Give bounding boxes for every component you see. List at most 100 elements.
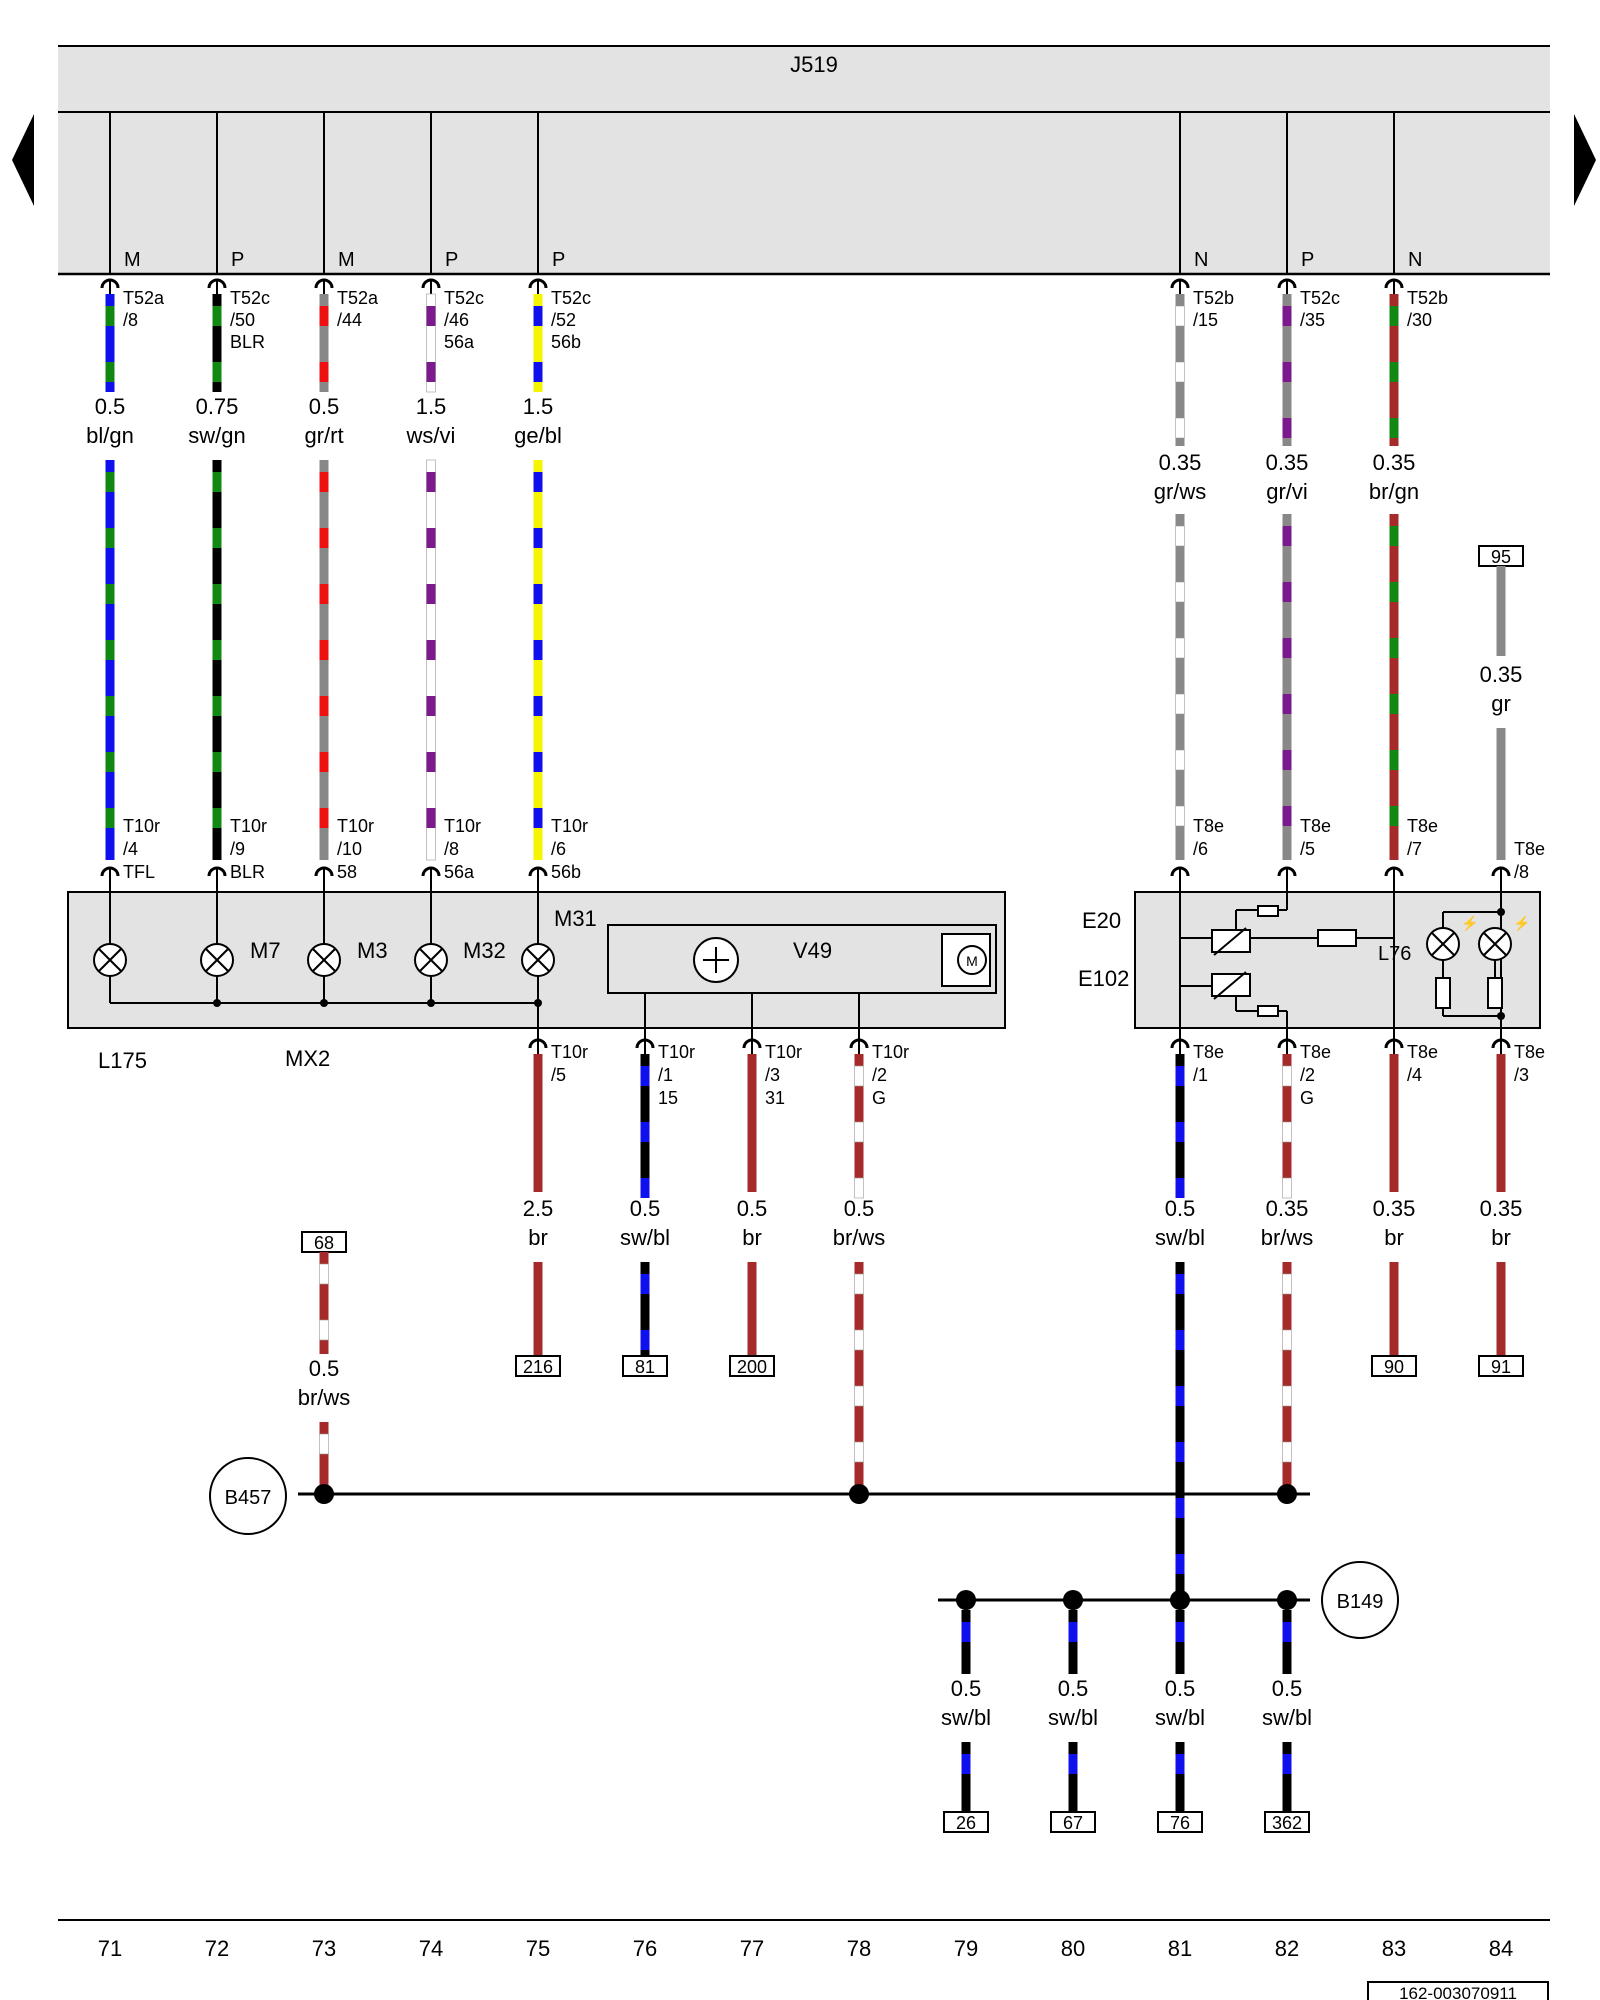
- wire-84-label-size: 0.35: [1480, 662, 1523, 687]
- bwire-82-sig: G: [1300, 1088, 1314, 1108]
- wire-83-lower-stripe: [1389, 694, 1399, 714]
- bwire-75-label-color: br: [528, 1225, 548, 1250]
- wire-75-lower-stripe: [533, 752, 543, 772]
- wire-73-low-upper-stripe: [319, 1263, 329, 1285]
- wire-81-lower-stripe: [1175, 581, 1185, 603]
- wire-75-bconn: T10r: [551, 816, 588, 836]
- wire-71-pin-type: M: [124, 249, 141, 271]
- wire-75-lower-stripe: [533, 528, 543, 548]
- e102-resistor-icon: [1257, 1005, 1279, 1017]
- bwire-75-upper: [533, 1054, 543, 1192]
- wire-73-lower-stripe: [319, 528, 329, 548]
- wire-75-upper: [533, 294, 543, 392]
- motor-icon: [957, 945, 987, 975]
- lamp-icon-73: [307, 943, 341, 977]
- wire-75-label-color: ge/bl: [514, 423, 562, 448]
- wire-81-lower-stripe: [1175, 525, 1185, 547]
- wire-72-sig: BLR: [230, 332, 265, 352]
- bwire-76-sig: 15: [658, 1088, 678, 1108]
- b149-branch-81-lower-stripes: [1175, 1754, 1185, 1774]
- column-number-80: 80: [1061, 1936, 1085, 1961]
- wire-73-low-lower-stripe: [319, 1433, 329, 1455]
- wire-83-upper-stripe: [1389, 362, 1399, 382]
- bwire-81-lower-stripe: [1175, 1386, 1185, 1406]
- b149-branch-81-ref: 76: [1157, 1811, 1203, 1833]
- b149-branch-80-junction: [1063, 1590, 1083, 1610]
- wire-81-label-color: gr/ws: [1154, 479, 1207, 504]
- prev-page-arrow-icon[interactable]: [12, 114, 34, 206]
- led-glow-icon-2: ⚡: [1513, 915, 1530, 932]
- bwire-82-pin-no: /2: [1300, 1065, 1315, 1085]
- wire-72-lower-stripe: [212, 808, 222, 828]
- b149-branch-82-ref-text: 362: [1272, 1813, 1302, 1833]
- wire-74-conn: T52c: [444, 288, 484, 308]
- b149-branch-81-label-color: sw/bl: [1155, 1705, 1205, 1730]
- wire-74-upper: [426, 293, 436, 393]
- bwire-75-conn: T10r: [551, 1042, 588, 1062]
- wire-83-lower-stripe: [1389, 582, 1399, 602]
- bwire-82-upper-stripe: [1282, 1177, 1292, 1199]
- bwire-77-label-color: br: [742, 1225, 762, 1250]
- wire-75-lower-stripes: [533, 472, 543, 828]
- b149-branch-80-upper-stripes: [1068, 1622, 1078, 1642]
- next-page-arrow-icon[interactable]: [1574, 114, 1596, 206]
- wire-71-lower-stripes: [105, 472, 115, 828]
- bwire-76-upper-stripe: [640, 1178, 650, 1198]
- b149-branch-81-junction: [1170, 1590, 1190, 1610]
- v49-motor-box: [607, 924, 997, 994]
- wire-82-upper-stripe: [1282, 418, 1292, 438]
- wire-81-lower-stripe: [1175, 749, 1185, 771]
- bwire-76-upper-stripe: [640, 1066, 650, 1086]
- wire-72-upper-stripes: [212, 306, 222, 382]
- wire-82-lower-stripes: [1282, 526, 1292, 826]
- l76-resistor-icon: [1317, 929, 1357, 947]
- wire-83-pin-type: N: [1408, 249, 1422, 271]
- bwire-82-lower-stripe: [1282, 1329, 1292, 1351]
- label-m3: M3: [357, 938, 388, 963]
- b149-branch-80-ref-text: 67: [1063, 1813, 1083, 1833]
- wire-75-pin-type: P: [552, 249, 565, 271]
- wire-82-upper-stripe: [1282, 306, 1292, 326]
- bwire-81-upper-stripes: [1175, 1066, 1185, 1198]
- wire-74-upper-stripe: [426, 306, 436, 326]
- wire-82-lower-stripe: [1282, 694, 1292, 714]
- wire-75-lower-stripe: [533, 584, 543, 604]
- wire-84-bpin: /8: [1514, 862, 1529, 882]
- b149-branch-79-lower-stripe: [961, 1754, 971, 1774]
- b149-ground-icon: [1321, 1561, 1399, 1639]
- bwire-83-label-size: 0.35: [1373, 1196, 1416, 1221]
- bwire-83-ref-text: 90: [1384, 1357, 1404, 1377]
- b149-branch-79-junction: [956, 1590, 976, 1610]
- wire-73-lower-stripe: [319, 472, 329, 492]
- b149-branch-82-upper-stripe: [1282, 1622, 1292, 1642]
- wire-82-lower-stripe: [1282, 582, 1292, 602]
- b149-branch-79-upper-stripe: [961, 1622, 971, 1642]
- bwire-83-ref-frame: [1371, 1355, 1417, 1377]
- bwire-84-lower: [1496, 1262, 1506, 1356]
- wire-73-lower-stripe: [319, 696, 329, 716]
- bwire-81-label-size: 0.5: [1165, 1196, 1196, 1221]
- bwire-81-upper-stripe: [1175, 1066, 1185, 1086]
- wire-81-label-size: 0.35: [1159, 450, 1202, 475]
- wire-72-lower-stripes: [212, 472, 222, 828]
- column-number-82: 82: [1275, 1936, 1299, 1961]
- bwire-83-conn: T8e: [1407, 1042, 1438, 1062]
- wire-74-lower-stripe: [426, 696, 436, 716]
- wire-75-label-size: 1.5: [523, 394, 554, 419]
- wire-81-lower-stripe: [1175, 637, 1185, 659]
- bwire-83-lower: [1389, 1262, 1399, 1356]
- bwire-76-lower-stripes: [640, 1274, 650, 1350]
- wire-75-upper-stripes: [533, 306, 543, 382]
- bwire-77-sig: 31: [765, 1088, 785, 1108]
- b149-branch-79-ref: 26: [943, 1811, 989, 1833]
- wire-74-lower-stripe: [426, 584, 436, 604]
- b149-branch-82-ref-frame: [1264, 1811, 1310, 1833]
- wire-73-low-label-color: br/ws: [298, 1385, 351, 1410]
- wire-83-label-size: 0.35: [1373, 450, 1416, 475]
- bwire-76-conn: T10r: [658, 1042, 695, 1062]
- b149-branch-82-label-color: sw/bl: [1262, 1705, 1312, 1730]
- wire-82-lower-stripe: [1282, 806, 1292, 826]
- b149-branch-82-ref: 362: [1264, 1811, 1310, 1833]
- wire-73-low-upper-stripe: [319, 1319, 329, 1341]
- wire-71-upper-stripe: [105, 362, 115, 382]
